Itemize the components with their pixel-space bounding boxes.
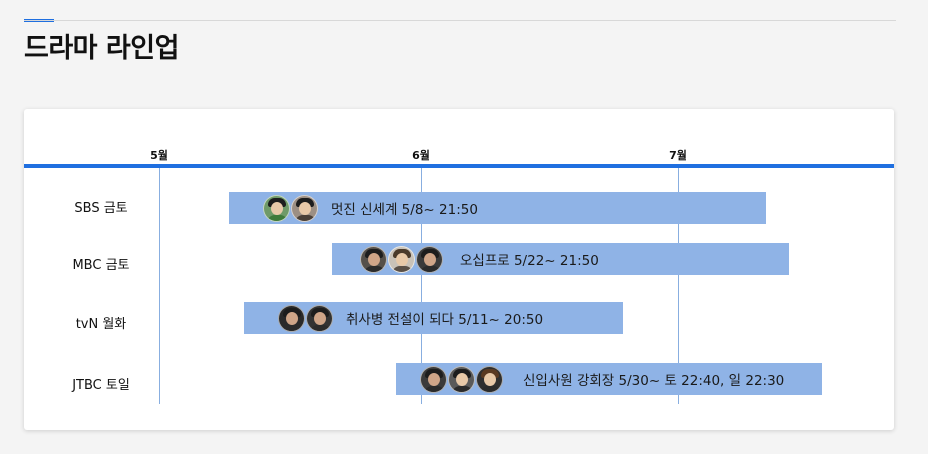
cast-avatar-icon <box>278 304 305 332</box>
row-label-tvn: tvN 월화 <box>75 317 127 332</box>
lineup-card: 5월 6월 7월 SBS 금토 MBC 금토 tvN 월화 JTBC 토일 멋진… <box>24 109 894 430</box>
program-bar-sbs[interactable]: 멋진 신세계 5/8~ 21:50 <box>229 192 766 224</box>
cast-avatar-icon <box>388 245 415 273</box>
row-label-sbs: SBS 금토 <box>74 201 128 216</box>
cast-avatar-icon <box>360 245 387 273</box>
program-title: 취사병 전설이 되다 5/11~ 20:50 <box>346 312 544 328</box>
timeline-axis <box>24 164 894 168</box>
month-gridline-july <box>678 168 679 404</box>
cast-avatar-icon <box>476 365 503 393</box>
cast-avatar-icon <box>420 365 447 393</box>
program-bar-mbc[interactable]: 오십프로 5/22~ 21:50 <box>332 243 789 275</box>
cast-avatar-icon <box>263 194 290 222</box>
program-title: 멋진 신세계 5/8~ 21:50 <box>331 202 478 218</box>
month-label-may: 5월 <box>150 149 168 162</box>
cast-avatar-icon <box>291 194 318 222</box>
cast-avatars <box>263 194 319 222</box>
month-label-july: 7월 <box>669 149 687 162</box>
program-bar-tvn[interactable]: 취사병 전설이 되다 5/11~ 20:50 <box>244 302 623 334</box>
cast-avatar-icon <box>306 304 333 332</box>
month-gridline-may <box>159 168 160 404</box>
row-label-jtbc: JTBC 토일 <box>72 378 130 393</box>
program-title: 신입사원 강회장 5/30~ 토 22:40, 일 22:30 <box>523 373 785 389</box>
page-title: 드라마 라인업 <box>24 33 179 64</box>
cast-avatar-icon <box>448 365 475 393</box>
month-label-june: 6월 <box>412 149 430 162</box>
program-bar-jtbc[interactable]: 신입사원 강회장 5/30~ 토 22:40, 일 22:30 <box>396 363 822 395</box>
month-gridline-june <box>421 168 422 404</box>
row-label-mbc: MBC 금토 <box>72 258 130 273</box>
cast-avatar-icon <box>416 245 443 273</box>
title-divider <box>24 20 896 21</box>
cast-avatars <box>278 304 334 332</box>
cast-avatars <box>360 245 444 273</box>
program-title: 오십프로 5/22~ 21:50 <box>460 253 599 269</box>
cast-avatars <box>420 365 504 393</box>
